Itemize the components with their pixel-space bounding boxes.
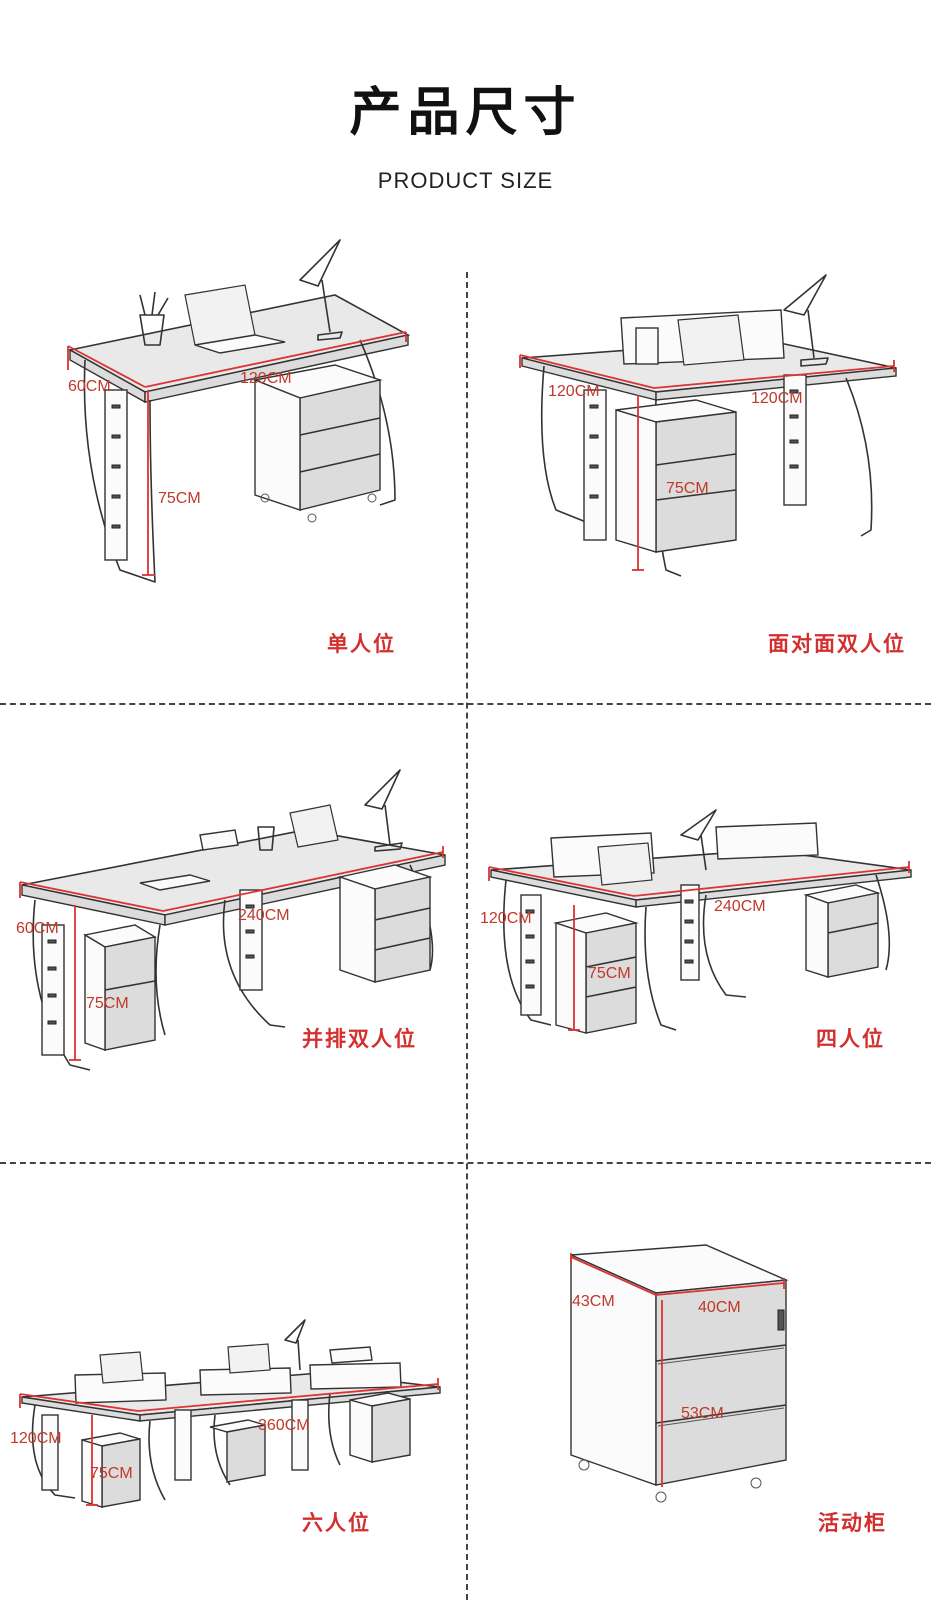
panel-six-seats: 120CM 360CM 75CM 六人位 xyxy=(0,1165,466,1600)
dim-depth: 120CM xyxy=(548,383,600,400)
caption-mobile-pedestal: 活动柜 xyxy=(818,1511,887,1535)
dim-depth: 60CM xyxy=(16,920,59,937)
page-title-cn: 产品尺寸 xyxy=(349,83,582,143)
row-divider-1 xyxy=(0,703,931,705)
caption-side-by-side: 并排双人位 xyxy=(302,1027,417,1051)
dim-width: 240CM xyxy=(714,898,766,915)
dim-depth: 120CM xyxy=(10,1430,62,1447)
dim-width: 360CM xyxy=(258,1417,310,1434)
four-seats-illustration xyxy=(488,809,912,1034)
panel-side-by-side: 60CM 240CM 75CM 并排双人位 xyxy=(0,705,466,1160)
dim-width: 240CM xyxy=(238,907,290,924)
column-divider xyxy=(466,272,468,1600)
panel-face-to-face: 120CM 120CM 75CM 面对面双人位 xyxy=(466,240,931,700)
dim-depth: 120CM xyxy=(480,910,532,927)
single-desk-illustration xyxy=(67,239,411,583)
dim-height: 75CM xyxy=(90,1465,133,1482)
dim-height: 53CM xyxy=(681,1405,724,1422)
panel-single-desk: 60CM 120CM 75CM 单人位 xyxy=(0,239,466,700)
row-divider-2 xyxy=(0,1162,931,1164)
dim-width: 120CM xyxy=(240,370,292,387)
dim-depth: 60CM xyxy=(68,378,111,395)
face-to-face-illustration xyxy=(519,274,897,577)
panel-four-seats: 120CM 240CM 75CM 四人位 xyxy=(466,705,931,1160)
caption-single: 单人位 xyxy=(327,632,396,656)
caption-four-seats: 四人位 xyxy=(816,1027,885,1051)
dim-height: 75CM xyxy=(666,480,709,497)
panel-mobile-pedestal: 43CM 40CM 53CM 活动柜 xyxy=(466,1165,931,1600)
dim-width: 120CM xyxy=(751,390,803,407)
mobile-pedestal-illustration xyxy=(570,1244,789,1503)
dim-depth: 43CM xyxy=(572,1293,615,1310)
dim-width: 40CM xyxy=(698,1299,741,1316)
side-by-side-illustration xyxy=(19,769,446,1071)
page-title-en: PRODUCT SIZE xyxy=(377,168,554,193)
dim-height: 75CM xyxy=(158,490,201,507)
dim-height: 75CM xyxy=(86,995,129,1012)
six-seats-illustration xyxy=(19,1319,441,1508)
caption-six-seats: 六人位 xyxy=(302,1511,371,1535)
caption-face-to-face: 面对面双人位 xyxy=(768,632,906,656)
dim-height: 75CM xyxy=(588,965,631,982)
